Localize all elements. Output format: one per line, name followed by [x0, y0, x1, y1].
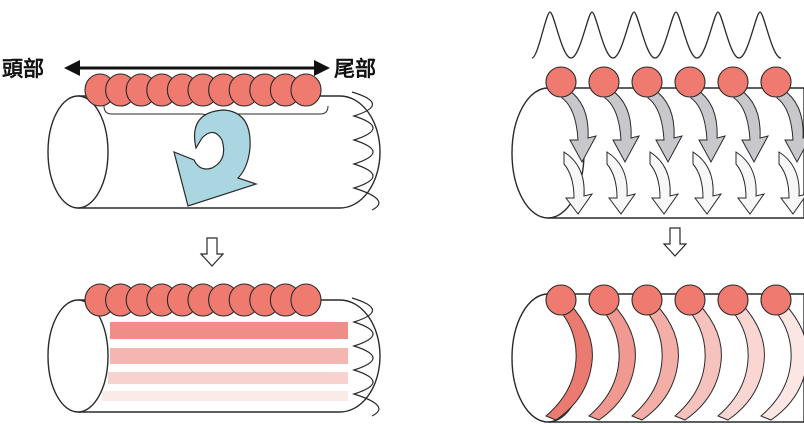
- bead: [761, 285, 791, 315]
- bead: [632, 67, 662, 97]
- stripe-4: [102, 391, 348, 401]
- tail-label: 尾部: [334, 57, 376, 81]
- zigzag-wave-icon: [532, 12, 781, 58]
- bead: [761, 67, 791, 97]
- head-tail-arrow: [64, 60, 330, 76]
- head-label: 頭部: [2, 57, 44, 81]
- bead-row: [85, 74, 321, 106]
- stripe-3: [108, 372, 348, 384]
- panel-bottom-right: [512, 285, 804, 422]
- bead: [632, 285, 662, 315]
- bead-row: [85, 284, 321, 316]
- bead: [675, 285, 705, 315]
- stripe-2: [110, 348, 348, 364]
- panel-top-right: [512, 12, 804, 218]
- bead: [718, 285, 748, 315]
- bead: [589, 285, 619, 315]
- hollow-down-arrow-icon: [201, 238, 223, 266]
- bead: [675, 67, 705, 97]
- bead: [589, 67, 619, 97]
- bead: [291, 74, 321, 106]
- hollow-down-arrow-icon: [664, 228, 686, 256]
- panel-top-left: 頭部 尾部: [2, 57, 380, 210]
- panel-bottom-left: [48, 284, 380, 416]
- bead: [291, 284, 321, 316]
- bead: [546, 285, 576, 315]
- bead: [546, 67, 576, 97]
- bead: [718, 67, 748, 97]
- stripe-1: [110, 322, 348, 339]
